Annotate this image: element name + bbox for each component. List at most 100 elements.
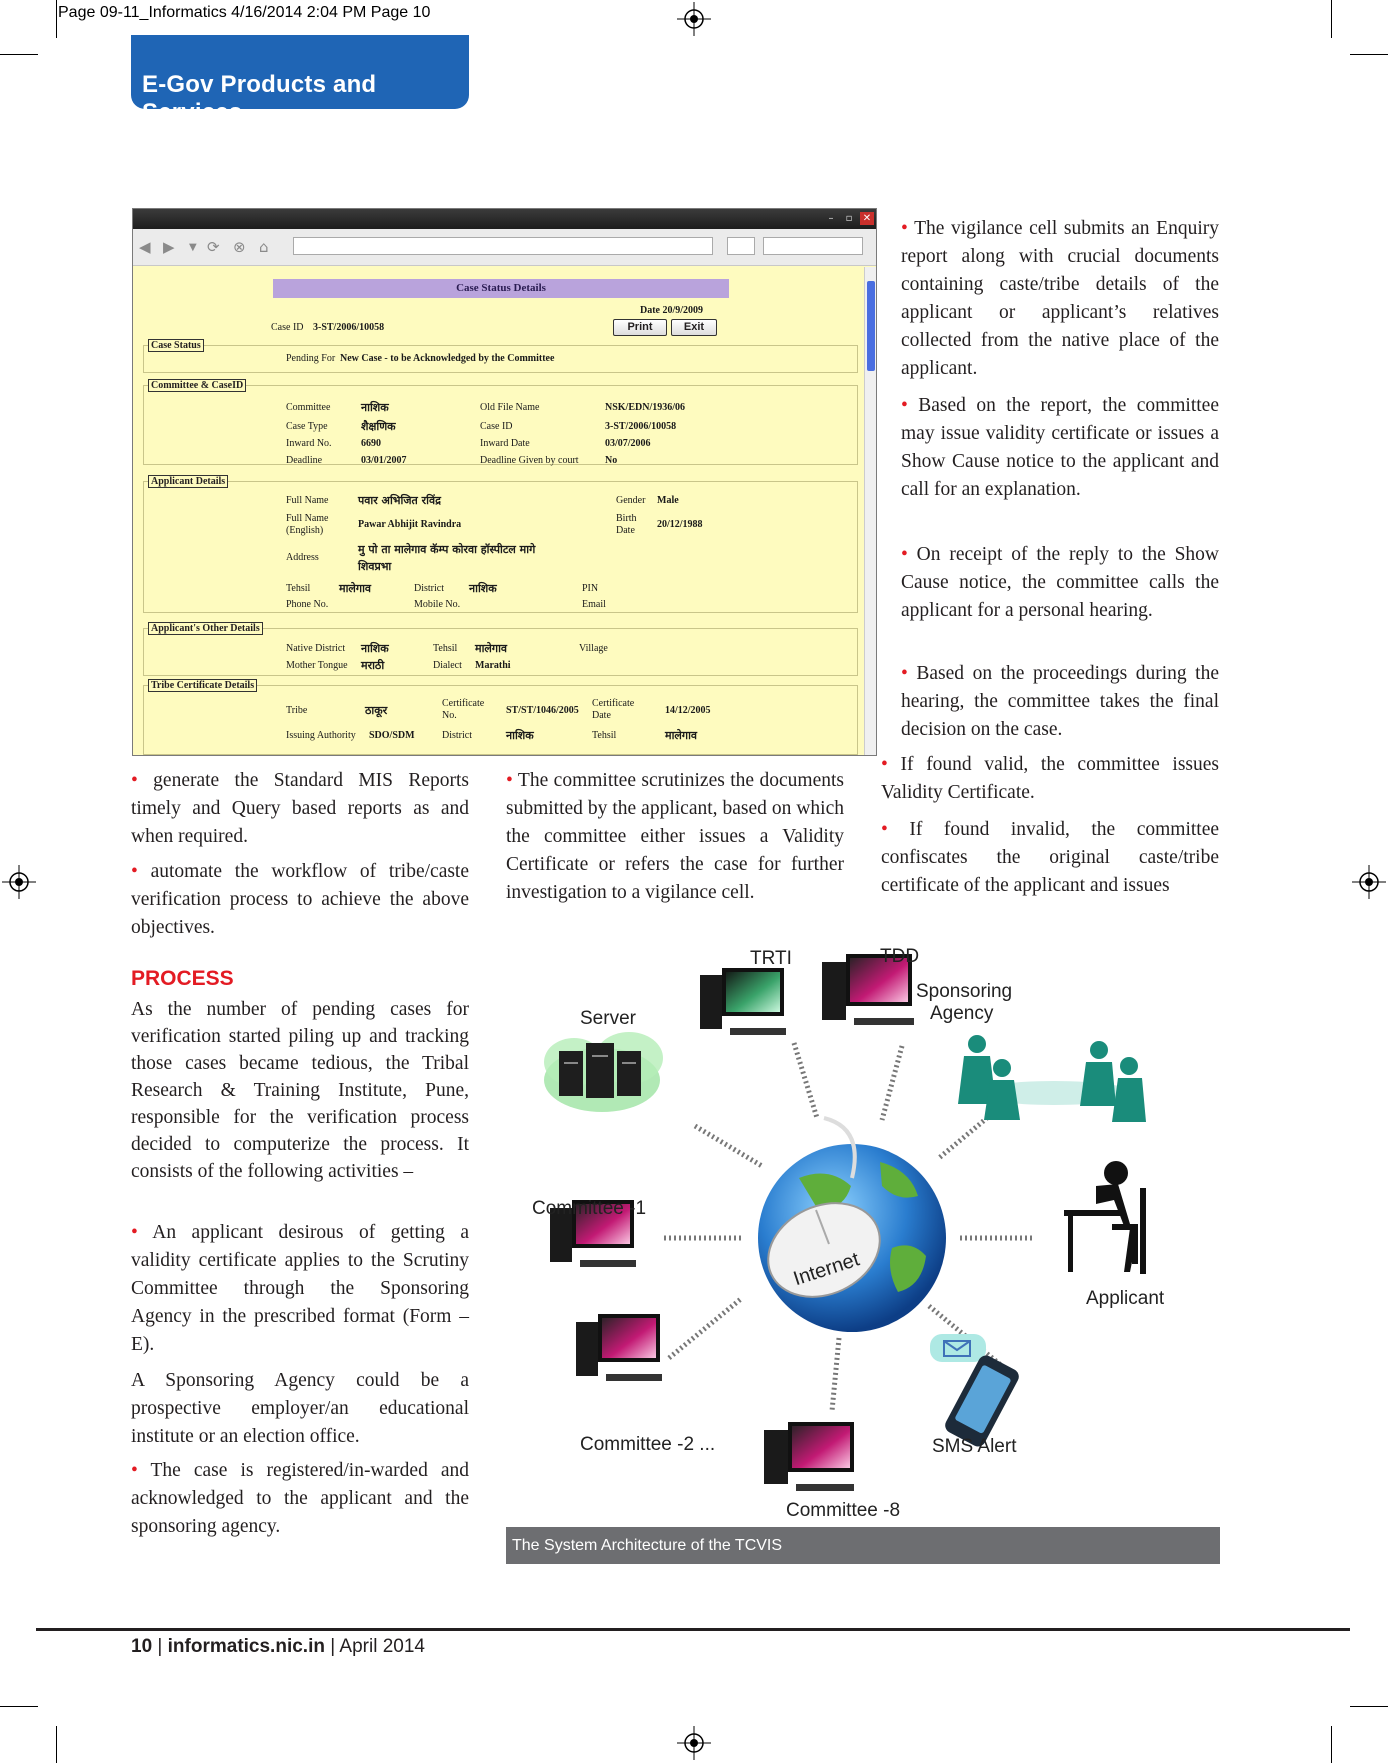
native-district-value: नाशिक [361, 642, 389, 655]
case-status-box [143, 345, 858, 373]
applicant-icon [1064, 1161, 1146, 1274]
case-id-value: 3-ST/2006/10058 [313, 322, 385, 333]
birth-date-label: Birth Date [616, 513, 637, 536]
bullet-icon: • [131, 1222, 153, 1243]
old-file-label: Old File Name [480, 402, 540, 413]
old-file-value: NSK/EDN/1936/06 [605, 402, 686, 413]
full-name-en-label: Full Name (English) [286, 513, 329, 536]
back-icon[interactable]: ◀ [139, 238, 151, 256]
print-button[interactable]: Print [613, 319, 667, 336]
dialect-value: Marathi [475, 660, 511, 671]
page-footer: 10 | informatics.nic.in | April 2014 [131, 1636, 425, 1658]
tribe-district-value: नाशिक [506, 729, 534, 742]
bullet-icon: • [901, 544, 917, 565]
connection-arrows [664, 1042, 1032, 1412]
committee-8-computer-icon [764, 1422, 854, 1491]
crop-mark [56, 1726, 57, 1763]
paragraph-text: An applicant desirous of getting a valid… [131, 1222, 469, 1355]
tribe-label: Tribe [286, 705, 308, 716]
bullet-icon: • [506, 770, 518, 791]
browser-search-input[interactable] [763, 237, 863, 255]
applicant-box [143, 481, 858, 613]
paragraph-text: On receipt of the reply to the Show Caus… [901, 544, 1219, 621]
refresh-icon[interactable]: ⟳ [207, 238, 220, 256]
sms-alert-icon [930, 1334, 1019, 1447]
chevron-down-icon[interactable]: ▼ [189, 242, 197, 253]
crop-mark [1350, 1706, 1388, 1707]
email-label: Email [582, 599, 606, 610]
exit-button[interactable]: Exit [671, 319, 717, 336]
label-sponsoring-2: Agency [930, 1003, 994, 1024]
registration-mark-icon [677, 2, 711, 36]
address-value-1: मु पो ता मालेगाव कॅम्प कोरवा हॉस्पीटल मा… [358, 543, 536, 556]
pending-for-label: Pending For [286, 353, 336, 364]
internet-globe-icon [758, 1116, 946, 1332]
scrollbar[interactable] [864, 267, 876, 755]
bookmark-dropdown[interactable] [727, 237, 755, 255]
address-label: Address [286, 552, 319, 563]
other-tehsil-value: मालेगाव [475, 642, 508, 655]
col1-bullet-4: • The case is registered/in-warded and a… [131, 1457, 469, 1541]
address-value-2: शिवप्रभा [358, 560, 392, 573]
inward-no-value: 6690 [361, 438, 381, 449]
col1-paragraph-process: As the number of pending cases for verif… [131, 999, 469, 1182]
bullet-icon: • [131, 861, 151, 882]
paragraph-text: The case is registered/in-warded and ack… [131, 1460, 470, 1537]
date-label: Date 20/9/2009 [640, 305, 704, 316]
tribe-box [143, 685, 858, 755]
certificate-no-value: ST/ST/1046/2005 [506, 705, 579, 716]
printer-slug: Page 09-11_Informatics 4/16/2014 2:04 PM… [58, 4, 431, 21]
other-details-box [143, 628, 858, 676]
footer-date: April 2014 [339, 1636, 425, 1657]
committee-label: Committee [286, 402, 331, 413]
close-icon[interactable]: ✕ [860, 212, 874, 225]
paragraph-text: The vigilance cell submits an Enquiry re… [901, 218, 1219, 379]
address-bar[interactable] [293, 237, 713, 255]
pin-label: PIN [582, 583, 599, 594]
deadline-value: 03/01/2007 [361, 455, 407, 466]
bullet-icon: • [131, 1460, 151, 1481]
full-name-value: पवार अभिजित रविंद्र [358, 494, 441, 507]
crop-mark [0, 1706, 38, 1707]
legend-case-status: Case Status [148, 339, 204, 352]
legend-tribe: Tribe Certificate Details [148, 679, 258, 692]
case-type-value: शैक्षणिक [361, 420, 396, 433]
col3-bullet-3: • On receipt of the reply to the Show Ca… [901, 541, 1219, 625]
paragraph-text: If found invalid, the committee confisca… [881, 819, 1220, 896]
section-tab: E-Gov Products and Services [131, 35, 469, 126]
paragraph-text: Based on the report, the committee may i… [901, 395, 1219, 500]
gender-label: Gender [616, 495, 646, 506]
deadline-court-value: No [605, 455, 618, 466]
label-server: Server [580, 1008, 637, 1029]
mother-tongue-label: Mother Tongue [286, 660, 348, 671]
label-sms-alert: SMS Alert [932, 1436, 1017, 1457]
certificate-no-label: Certificate No. [442, 698, 485, 721]
tribe-tehsil-value: मालेगाव [665, 729, 698, 742]
scrollbar-thumb[interactable] [867, 281, 875, 371]
col3-bullet-6: • If found invalid, the committee confis… [881, 816, 1219, 900]
forward-icon[interactable]: ▶ [163, 238, 175, 256]
pending-for-value: New Case - to be Acknowledged by the Com… [340, 353, 555, 364]
architecture-diagram: Server TRTI TDD Sponsoring Agency Intern… [532, 948, 1165, 1521]
crop-mark [1331, 0, 1332, 38]
certificate-date-label: Certificate Date [592, 698, 635, 721]
other-tehsil-label: Tehsil [433, 643, 458, 654]
maximize-icon[interactable]: ▫ [845, 213, 853, 224]
home-icon[interactable]: ⌂ [259, 238, 269, 256]
minimize-icon[interactable]: – [828, 213, 834, 224]
col3-bullet-5: • If found valid, the committee issues V… [881, 751, 1219, 807]
col3-bullet-4: • Based on the proceedings during the he… [901, 660, 1219, 744]
footer-separator: | [324, 1636, 340, 1657]
stop-icon[interactable]: ⊗ [233, 238, 246, 256]
phone-label: Phone No. [286, 599, 329, 610]
paragraph-text: Based on the proceedings during the hear… [901, 663, 1219, 740]
bullet-icon: • [901, 663, 917, 684]
section-title: E-Gov Products and Services [142, 71, 377, 126]
footer-separator: | [152, 1636, 168, 1657]
bullet-icon: • [131, 770, 154, 791]
label-committee-1: Committee -1 [532, 1198, 646, 1219]
committee-case-id-value: 3-ST/2006/10058 [605, 421, 677, 432]
inward-date-value: 03/07/2006 [605, 438, 651, 449]
footer-site-link[interactable]: informatics.nic.in [167, 1636, 325, 1657]
birth-date-value: 20/12/1988 [657, 519, 703, 530]
